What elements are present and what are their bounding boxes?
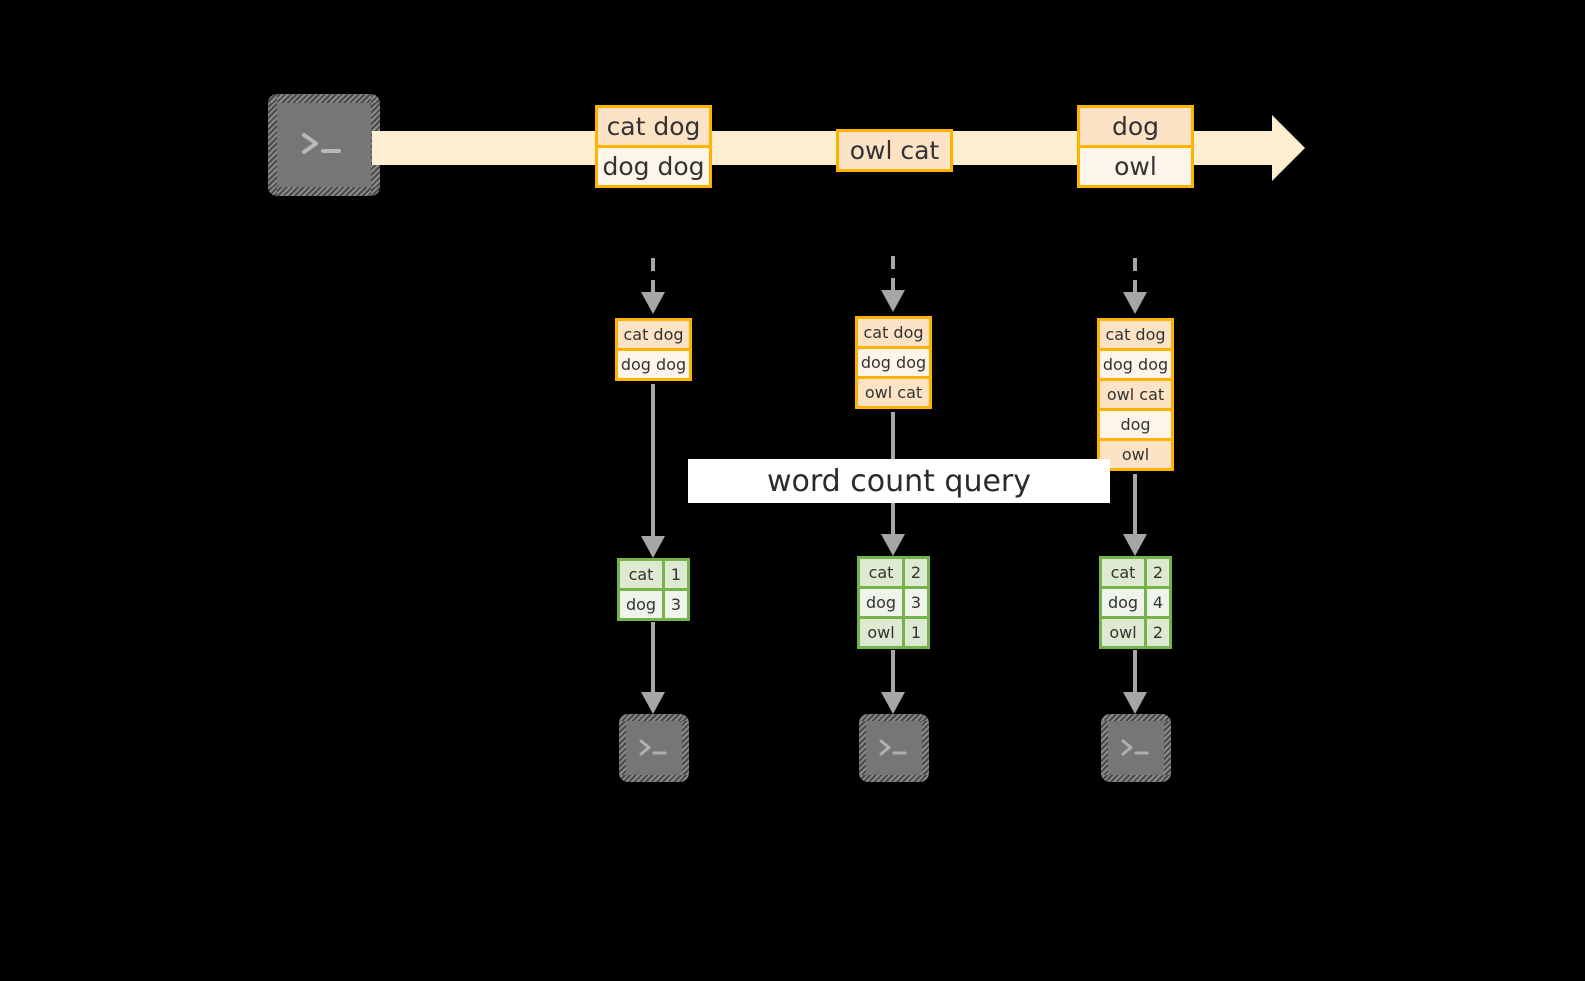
query-banner: word count query — [688, 459, 1110, 503]
trigger-3-sink-connector — [1133, 650, 1137, 698]
trigger-2-result-table: cat 2 dog 3 owl 1 — [857, 556, 930, 649]
trigger-3-sink-terminal-icon — [1101, 714, 1171, 782]
trigger-2-input-table: cat dog dog dog owl cat — [855, 316, 932, 409]
result-word: dog — [860, 589, 902, 616]
terminal-screen — [866, 721, 922, 775]
result-count: 2 — [1147, 619, 1169, 646]
trigger-1-result-table: cat 1 dog 3 — [617, 558, 690, 621]
trigger-1-sink-connector — [651, 622, 655, 698]
result-row: dog 3 — [860, 589, 927, 616]
result-row: owl 1 — [860, 619, 927, 646]
input-row: cat dog — [1100, 321, 1171, 348]
result-count: 2 — [1147, 559, 1169, 586]
trigger-1-sink-terminal-icon — [619, 714, 689, 782]
batch-line: dog — [1080, 108, 1191, 145]
result-row: dog 4 — [1102, 589, 1169, 616]
trigger-2-dashed-arrow-head — [881, 290, 905, 312]
trigger-3-sink-arrow-head — [1123, 692, 1147, 714]
stream-timeline-arrow-head — [1272, 115, 1305, 181]
batch-line: owl cat — [839, 132, 950, 169]
result-word: dog — [1102, 589, 1144, 616]
stream-batch-t1: cat dog dog dog — [595, 105, 712, 188]
stream-batch-t2: owl cat — [836, 129, 953, 172]
batch-line: cat dog — [598, 108, 709, 145]
input-row: cat dog — [618, 321, 689, 348]
result-word: cat — [620, 561, 662, 588]
input-row: cat dog — [858, 319, 929, 346]
result-count: 1 — [905, 619, 927, 646]
trigger-1-sink-arrow-head — [641, 692, 665, 714]
batch-line: dog dog — [598, 148, 709, 185]
result-word: cat — [1102, 559, 1144, 586]
batch-line: owl — [1080, 148, 1191, 185]
input-row: owl — [1100, 441, 1171, 468]
trigger-2-query-arrow-head — [881, 534, 905, 556]
result-count: 4 — [1147, 589, 1169, 616]
result-word: owl — [860, 619, 902, 646]
input-row: dog dog — [618, 351, 689, 378]
query-banner-label: word count query — [766, 463, 1032, 499]
result-word: dog — [620, 591, 662, 618]
input-row: owl cat — [858, 379, 929, 406]
trigger-3-dashed-arrow-head — [1123, 292, 1147, 314]
terminal-screen — [1108, 721, 1164, 775]
result-count: 2 — [905, 559, 927, 586]
trigger-3-query-arrow-head — [1123, 534, 1147, 556]
trigger-3-input-table: cat dog dog dog owl cat dog owl — [1097, 318, 1174, 471]
trigger-1-dashed-arrow-head — [641, 292, 665, 314]
trigger-1-query-connector — [651, 384, 655, 544]
terminal-screen — [626, 721, 682, 775]
trigger-2-sink-connector — [891, 650, 895, 698]
trigger-1-dashed-connector — [651, 258, 655, 294]
terminal-screen — [277, 103, 371, 187]
result-count: 3 — [665, 591, 687, 618]
stream-batch-t3: dog owl — [1077, 105, 1194, 188]
trigger-1-query-arrow-head — [641, 536, 665, 558]
input-row: dog dog — [1100, 351, 1171, 378]
source-terminal-icon — [268, 94, 380, 196]
input-row: dog — [1100, 411, 1171, 438]
result-row: dog 3 — [620, 591, 687, 618]
result-row: cat 2 — [1102, 559, 1169, 586]
trigger-2-sink-terminal-icon — [859, 714, 929, 782]
input-row: owl cat — [1100, 381, 1171, 408]
input-row: dog dog — [858, 349, 929, 376]
result-count: 3 — [905, 589, 927, 616]
trigger-1-input-table: cat dog dog dog — [615, 318, 692, 381]
result-row: cat 2 — [860, 559, 927, 586]
result-word: owl — [1102, 619, 1144, 646]
trigger-2-dashed-connector — [891, 256, 895, 292]
result-row: owl 2 — [1102, 619, 1169, 646]
result-row: cat 1 — [620, 561, 687, 588]
trigger-3-query-connector — [1133, 474, 1137, 542]
trigger-3-dashed-connector — [1133, 258, 1137, 294]
result-count: 1 — [665, 561, 687, 588]
result-word: cat — [860, 559, 902, 586]
trigger-3-result-table: cat 2 dog 4 owl 2 — [1099, 556, 1172, 649]
trigger-2-sink-arrow-head — [881, 692, 905, 714]
